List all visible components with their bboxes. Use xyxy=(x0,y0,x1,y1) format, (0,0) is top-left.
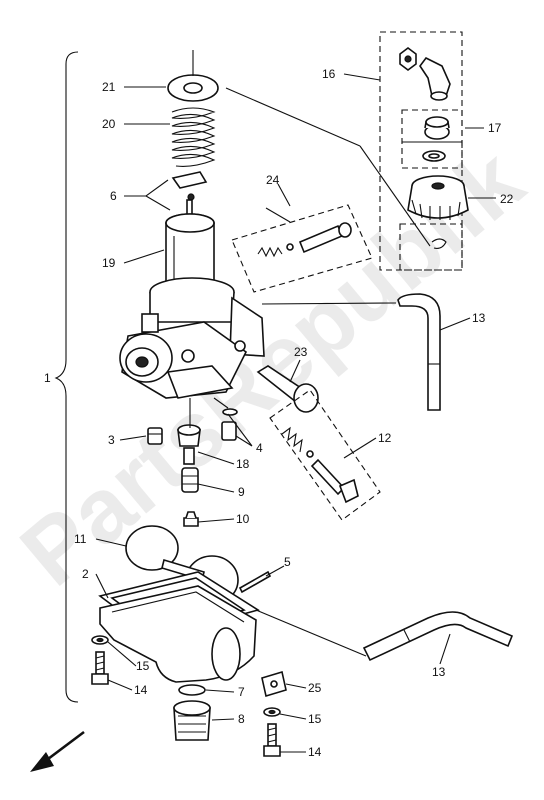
part-19-throttle-valve[interactable] xyxy=(165,213,215,293)
part-14-screw-left[interactable] xyxy=(91,651,109,685)
carburetor-body[interactable] xyxy=(119,277,265,399)
callout-17: 17 xyxy=(488,121,502,135)
float-bowl[interactable] xyxy=(99,585,257,683)
callout-7: 7 xyxy=(238,685,245,699)
arrow-down-left-icon xyxy=(30,730,85,772)
part-12-pilot-screw-set[interactable] xyxy=(269,389,381,521)
part-13-lower-tube[interactable] xyxy=(362,611,514,662)
callout-1: 1 xyxy=(44,371,51,385)
callout-8: 8 xyxy=(238,712,245,726)
callout-13a: 13 xyxy=(472,311,486,325)
callout-10: 10 xyxy=(236,512,250,526)
part-4-washer-and-jet[interactable] xyxy=(221,408,238,441)
part-14-screw-right[interactable] xyxy=(263,723,281,757)
part-17-washer[interactable] xyxy=(422,150,446,162)
callout-23: 23 xyxy=(294,345,308,359)
part-small-clip[interactable] xyxy=(431,238,447,249)
callout-12: 12 xyxy=(378,431,392,445)
part-24-air-screw-set[interactable] xyxy=(231,204,373,293)
callout-14a: 14 xyxy=(134,683,148,697)
part-7-o-ring[interactable] xyxy=(178,684,206,696)
callout-15b: 15 xyxy=(308,712,322,726)
callout-19: 19 xyxy=(102,256,116,270)
callout-6: 6 xyxy=(110,189,117,203)
part-17-nut[interactable] xyxy=(424,116,450,140)
callout-18: 18 xyxy=(236,457,250,471)
part-20-spring[interactable] xyxy=(171,107,216,167)
callout-2: 2 xyxy=(82,567,89,581)
part-23-starter-plunger[interactable] xyxy=(256,365,319,413)
part-15-washer-left[interactable] xyxy=(91,635,109,645)
callout-3: 3 xyxy=(108,433,115,447)
part-22-mixing-chamber-top[interactable] xyxy=(407,175,469,220)
callout-13b: 13 xyxy=(432,665,446,679)
part-9-main-jet-holder[interactable] xyxy=(181,467,199,493)
callout-20: 20 xyxy=(102,117,116,131)
part-21-seal-ring[interactable] xyxy=(167,74,219,102)
part-18-needle-jet[interactable] xyxy=(177,424,201,465)
part-13-upper-tube[interactable] xyxy=(397,293,441,411)
leader-lines xyxy=(95,73,496,753)
callout-21: 21 xyxy=(102,80,116,94)
callout-25: 25 xyxy=(308,681,322,695)
part-5-float-pin[interactable] xyxy=(238,570,272,594)
callout-4: 4 xyxy=(256,441,263,455)
callout-24: 24 xyxy=(266,173,280,187)
part-15-washer-right[interactable] xyxy=(263,707,281,717)
assembly-bracket xyxy=(54,51,79,703)
part-16-fuel-inlet-assembly[interactable] xyxy=(379,31,463,271)
callout-11: 11 xyxy=(74,532,87,546)
callout-15a: 15 xyxy=(136,659,150,673)
part-8-drain-plug[interactable] xyxy=(173,700,211,741)
callout-14b: 14 xyxy=(308,745,322,759)
callout-9: 9 xyxy=(238,485,245,499)
callout-22: 22 xyxy=(500,192,514,206)
part-10-main-jet[interactable] xyxy=(183,511,199,527)
callout-16: 16 xyxy=(322,67,336,81)
part-25-bracket[interactable] xyxy=(261,670,287,698)
callout-5: 5 xyxy=(284,555,291,569)
part-3-jet[interactable] xyxy=(147,427,163,445)
